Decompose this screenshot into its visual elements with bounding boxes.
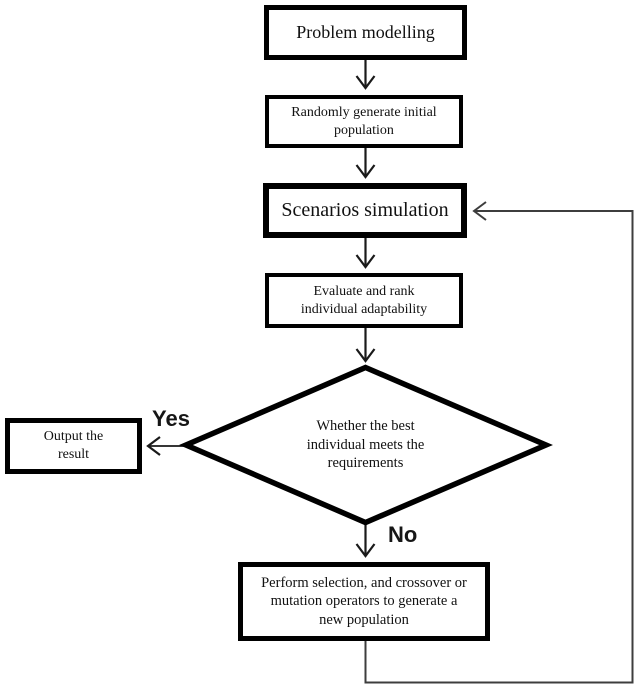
edge-feedback-loop [364, 201, 634, 684]
node-label: mutation operators to generate a [270, 593, 458, 610]
node-label: result [57, 447, 90, 462]
node-perform-selection: Perform selection, and crossover or muta… [238, 562, 490, 641]
node-problem-modelling: Problem modelling [264, 5, 467, 60]
decision-diamond-shape [179, 364, 553, 526]
node-label: population [334, 122, 394, 138]
node-evaluate-rank-adaptability: Evaluate and rank individual adaptabilit… [265, 273, 463, 328]
node-label: Problem modelling [296, 21, 435, 42]
node-label: Evaluate and rank [313, 283, 415, 299]
node-label: new population [319, 611, 409, 628]
node-label: individual meets the [306, 436, 425, 453]
node-label: Scenarios simulation [281, 198, 449, 221]
node-label: Randomly generate initial [291, 104, 437, 120]
node-label: Perform selection, and crossover or [261, 574, 467, 591]
yes-branch-label: Yes [152, 406, 190, 431]
node-label: individual adaptability [300, 301, 428, 317]
node-generate-initial-population: Randomly generate initial population [265, 95, 463, 148]
no-branch-label: No [388, 522, 418, 547]
node-label: requirements [327, 455, 404, 472]
node-scenarios-simulation: Scenarios simulation [263, 183, 467, 238]
node-label: Whether the best [316, 417, 415, 434]
node-best-individual-decision: Whether the best individual meets the re… [275, 402, 456, 488]
node-output-result: Output the result [5, 418, 142, 474]
node-label: Output the [43, 429, 104, 445]
